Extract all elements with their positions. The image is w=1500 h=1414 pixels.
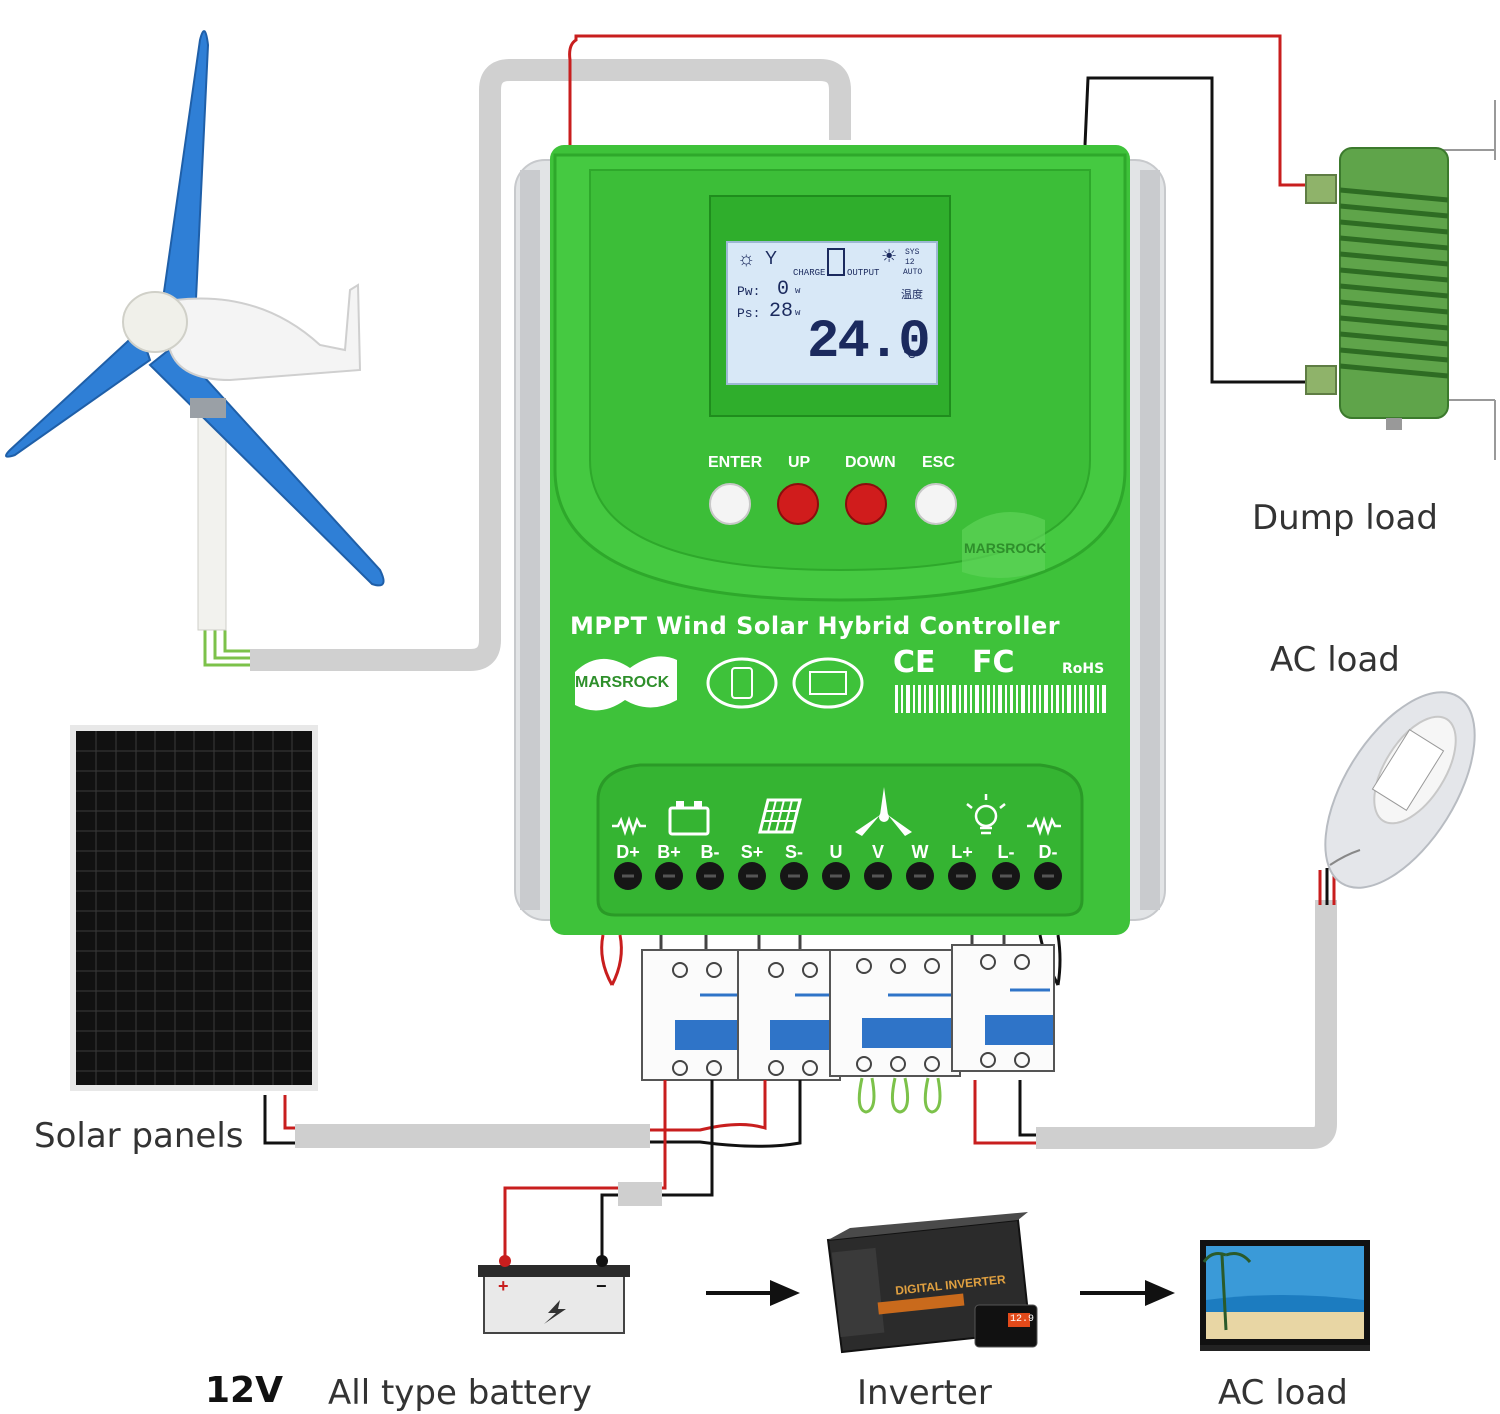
breaker-battery (641, 949, 745, 1081)
turbine-green-wires (203, 625, 250, 667)
voltage-label: 12V (205, 1370, 283, 1411)
ac-load-tv-label: AC load (1218, 1373, 1348, 1413)
dump-load-label: Dump load (1252, 498, 1438, 538)
inverter-label: Inverter (857, 1373, 992, 1413)
solar-grid (76, 731, 312, 1085)
esc-button[interactable] (916, 484, 956, 524)
ce-mark: CE (893, 645, 936, 680)
terminal-label-b-minus: B- (700, 842, 720, 862)
breaker-load (951, 944, 1055, 1072)
marsrock-logo-shape (575, 656, 677, 711)
terminal-label-w: W (911, 842, 929, 862)
solar-cable (295, 1124, 650, 1148)
lcd-temp-label: 温度 (901, 288, 923, 301)
lcd-pw-value: 0 (777, 278, 790, 301)
up-button-label: UP (788, 454, 811, 471)
dump-load-resistor (1305, 100, 1496, 460)
battery-level-icon (827, 248, 845, 276)
terminal-label-u: U (829, 842, 843, 862)
breaker-wind (829, 949, 961, 1077)
inverter-display: 12.9 (1010, 1314, 1035, 1325)
solar-panels-label: Solar panels (34, 1116, 244, 1156)
terminal-label-b-plus: B+ (657, 842, 681, 862)
terminal-screws (614, 862, 1062, 890)
wind-icon: Y (765, 248, 778, 268)
controller-title: MPPT Wind Solar Hybrid Controller (570, 612, 1061, 640)
brand-logo-small: MARSROCK (964, 540, 1047, 556)
turbine-cable (250, 59, 851, 671)
tv-icon (1200, 1240, 1370, 1351)
lcd-ps-value: 28 (769, 300, 794, 323)
rohs-mark: RoHS (1062, 661, 1105, 677)
lcd-pw-label: Pw: (737, 284, 761, 299)
terminal-label-l-minus: L- (997, 842, 1015, 862)
barcode (895, 685, 1106, 713)
lcd-main-unit: ℃ (903, 348, 916, 361)
terminal-label-d-minus: D- (1038, 842, 1058, 862)
up-button[interactable] (778, 484, 818, 524)
lcd-sys: SYS (905, 248, 920, 257)
terminal-label-s-plus: S+ (740, 842, 764, 862)
fc-mark: FC (972, 645, 1015, 680)
dump-red-wire (568, 34, 1310, 187)
battery-icon: + − (478, 1255, 630, 1334)
terminal-panel (596, 763, 1084, 917)
esc-button-label: ESC (922, 454, 955, 471)
lcd-pw-unit: w (795, 286, 801, 296)
wind-turbine (5, 30, 385, 631)
lamp-cable (1036, 900, 1337, 1149)
down-button-label: DOWN (845, 454, 896, 471)
ac-load-lamp-label: AC load (1270, 640, 1400, 680)
terminal-label-s-minus: S- (785, 842, 803, 862)
lcd-display: ☼ Y CHARGE OUTPUT ☀ SYS 12 AUTO Pw: 0 w … (727, 242, 937, 384)
arrow-inverter-tv (1080, 1280, 1175, 1306)
lcd-ps-unit: w (795, 308, 801, 318)
street-lamp (1324, 691, 1476, 889)
lcd-charge: CHARGE (793, 268, 826, 278)
brand-logo: MARSROCK (575, 674, 670, 691)
inverter-device (826, 1212, 1038, 1354)
sun-icon: ☼ (737, 248, 756, 270)
lcd-output: OUTPUT (847, 268, 880, 278)
enter-button-shape (709, 483, 751, 525)
lcd-sys-v: 12 (905, 258, 915, 267)
enter-button-label: ENTER (708, 454, 763, 471)
svg-text:−: − (596, 1276, 607, 1296)
lcd-ps-label: Ps: (737, 306, 761, 321)
battery-label: All type battery (328, 1373, 592, 1413)
terminal-label-v: V (871, 842, 884, 862)
svg-text:+: + (498, 1276, 509, 1296)
lcd-screen (726, 241, 938, 385)
down-button[interactable] (846, 484, 886, 524)
enter-button[interactable] (710, 484, 750, 524)
arrow-battery-inverter (706, 1280, 800, 1306)
terminal-label-d-plus: D+ (616, 842, 640, 862)
terminal-label-l-plus: L+ (951, 842, 973, 862)
breaker-solar (737, 949, 841, 1081)
lcd-main-value: 24.0 (807, 312, 931, 373)
lcd-auto: AUTO (903, 268, 923, 277)
bulb-icon: ☀ (881, 246, 898, 266)
dump-black-wire (1083, 76, 1310, 384)
